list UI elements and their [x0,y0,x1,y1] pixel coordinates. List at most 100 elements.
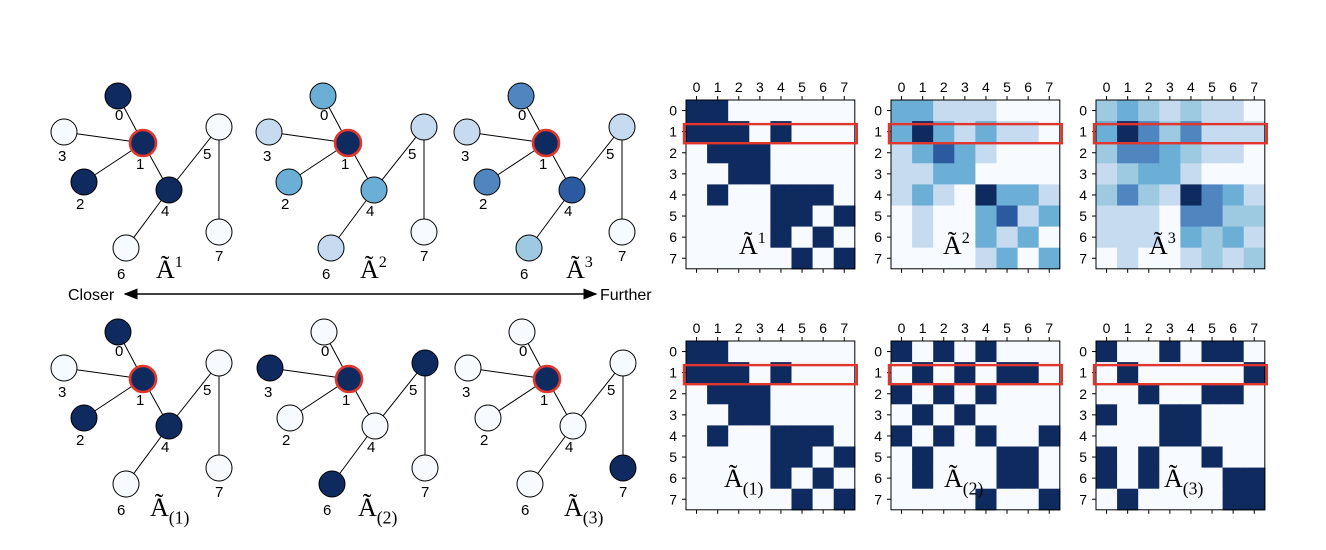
col-tick-label: 4 [982,320,990,336]
row-tick-label: 0 [1079,103,1087,119]
matrix-cell [770,446,793,469]
matrix-cell [707,404,729,426]
matrix-cell [912,226,934,249]
matrix-cell [954,121,976,143]
graph-node [104,82,132,110]
matrix-cell [728,383,750,405]
matrix-cell [1180,404,1203,426]
row-tick-label: 2 [669,386,677,402]
row-tick-label: 6 [874,470,882,486]
matrix-cell [686,341,708,363]
matrix-cell [1017,467,1040,490]
matrix-cell [1180,121,1203,143]
matrix-cell [1243,163,1266,185]
matrix-cell [954,247,976,270]
matrix-cell [954,446,976,469]
matrix-cell [891,362,913,384]
matrix-cell [996,226,1019,249]
matrix-cell [996,100,1019,122]
node-label: 6 [520,266,528,283]
matrix-cell [791,142,814,164]
node-label: 2 [76,432,84,449]
matrix-cell [833,100,856,122]
matrix-cell [770,341,793,363]
matrix-cell [728,184,750,207]
node-label: 1 [341,156,349,173]
matrix-cell [996,446,1019,469]
graph-node [112,234,140,262]
matrix-frame [685,340,856,511]
matrix-cell [1117,100,1139,122]
row-tick-label: 3 [1079,407,1087,423]
matrix-cell [833,184,856,207]
matrix-cell [707,383,729,405]
row-tick-label: 2 [1079,145,1087,161]
matrix-cell [1201,404,1224,426]
matrix-cell [707,341,729,363]
matrix-cell [1180,446,1203,469]
node-label: 1 [540,392,548,409]
matrix-cell [1201,226,1224,249]
matrix-cell [812,383,835,405]
graph-node [559,412,587,440]
matrix-cell [1222,488,1245,511]
row-tick-label: 0 [874,344,882,360]
matrix-cell [1180,100,1203,122]
row-tick-label: 5 [1079,208,1087,224]
node-label: 4 [161,439,169,456]
matrix-cell [1159,488,1181,511]
row-tick-label: 1 [1079,365,1087,381]
matrix-cell [686,226,708,249]
matrix-cell [770,383,793,405]
matrix-cell [891,121,913,143]
row-tick-label: 1 [669,365,677,381]
matrix-cell [1138,341,1160,363]
matrix-cell [728,488,750,511]
node-label: 2 [480,432,488,449]
matrix-cell [1180,142,1203,164]
matrix-cell [933,446,955,469]
col-tick-label: 7 [1045,320,1053,336]
matrix-cell [749,404,771,426]
matrix-cell [1096,205,1118,228]
matrix-cell [1017,226,1040,249]
graph-node [205,454,233,482]
graph-node [205,113,233,141]
matrix-cell [1222,100,1245,122]
graph-symbol: Ã1 [156,254,183,284]
matrix-cell [1222,404,1245,426]
matrix-cell [1222,341,1245,363]
row-tick-label: 4 [1079,187,1087,203]
graph-node [275,168,303,196]
matrix-cell [833,362,856,384]
matrix-cell [1243,100,1266,122]
matrix-cell [954,341,976,363]
node-label: 4 [367,439,375,456]
col-tick-label: 2 [735,79,743,95]
col-tick-label: 1 [1124,320,1132,336]
center-node [531,128,561,158]
matrix-cell [686,362,708,384]
node-label: 4 [366,203,374,220]
matrix-cell [1117,142,1139,164]
matrix-cell [933,205,955,228]
matrix-cell [1038,184,1061,207]
matrix-cell [812,488,835,511]
matrix-cell [1038,383,1061,405]
matrix-cell [1138,488,1160,511]
matrix-cell [791,205,814,228]
graph-node [558,176,586,204]
matrix-cell [1096,163,1118,185]
closeness-axis: Closer Further [68,287,652,304]
node-label: 0 [115,107,123,124]
node-label: 2 [479,196,487,213]
matrix-cell [912,404,934,426]
highlight-row-box [682,363,859,386]
matrix-cell [1159,425,1181,448]
matrix-cell [1222,383,1245,405]
matrix-cell [996,404,1019,426]
matrix-cell [1180,205,1203,228]
node-label: 7 [215,484,223,501]
matrix-cell [728,247,750,270]
matrix-symbol: Ã(2) [944,464,984,498]
